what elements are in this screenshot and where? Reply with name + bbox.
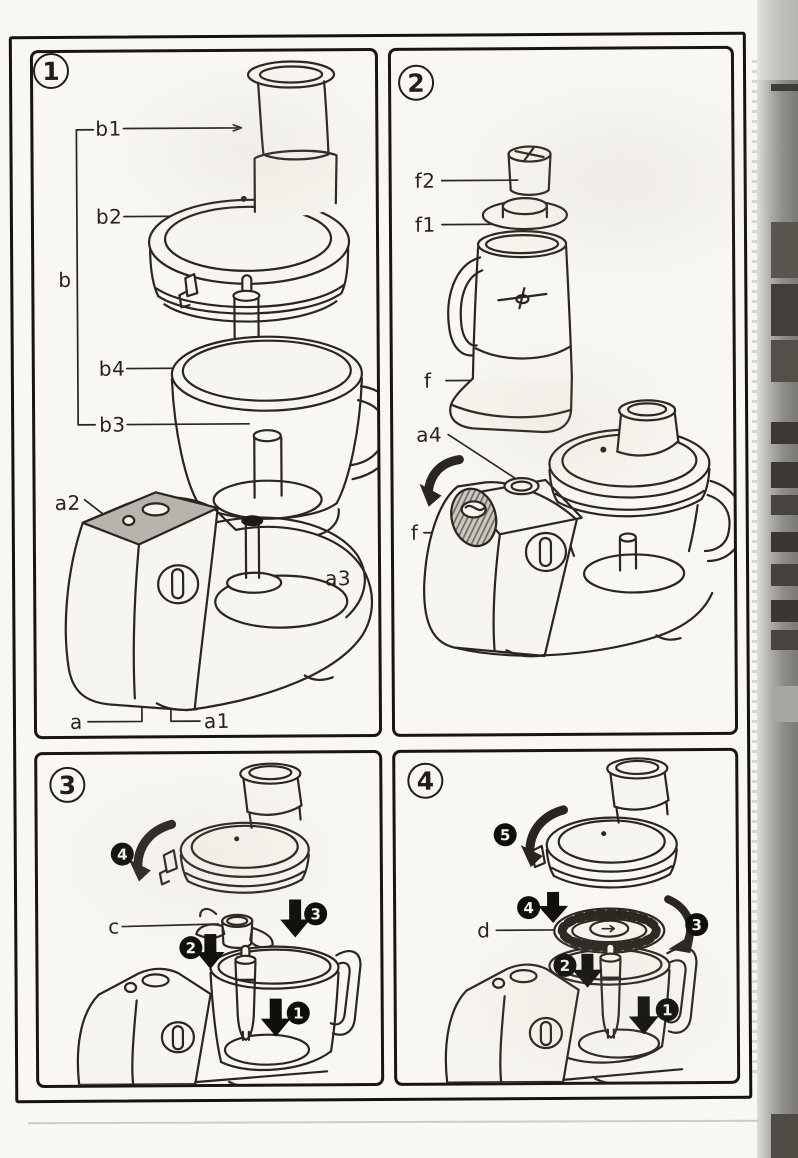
panel-2-drawing (419, 145, 736, 658)
part-label-b4: b4 (98, 356, 126, 381)
drive-shaft (599, 942, 622, 1039)
rotate-arrow-icon (128, 819, 177, 882)
panel-3: 3 c 4 3 2 1 (34, 749, 385, 1089)
panel-number-text: 2 (407, 68, 425, 98)
part-label-f1: f1 (414, 212, 436, 237)
step-badge-1: 1 (286, 1001, 310, 1025)
book-edge-shadow (757, 0, 798, 1158)
step-badge-4: 4 (110, 842, 134, 866)
step-badge-1: 1 (655, 998, 679, 1022)
rotate-arrow-icon (419, 455, 464, 507)
panel-4: 4 d 5 4 3 2 1 (392, 747, 741, 1086)
panel-number-text: 3 (58, 770, 77, 800)
part-label-b3: b3 (99, 412, 126, 437)
part-label-b2: b2 (95, 204, 123, 229)
blender-jar (447, 230, 573, 434)
assembled-machine (423, 399, 736, 658)
blender-cap (507, 145, 552, 196)
panel-1-drawing (64, 60, 380, 723)
part-label-f2: f2 (414, 168, 436, 193)
down-arrow-icon (572, 953, 603, 988)
part-label-b: b (58, 267, 72, 292)
step-badge-4: 4 (517, 896, 541, 920)
shredding-disc (553, 907, 666, 954)
blender-lid (481, 197, 568, 231)
step-badge-2: 2 (179, 936, 203, 960)
down-arrow-icon (196, 934, 225, 970)
step-badge-3: 3 (685, 913, 709, 937)
lid (147, 195, 351, 323)
down-arrow-icon (628, 996, 659, 1035)
rotate-arrow-icon (520, 805, 569, 868)
blade-carrier (195, 907, 274, 949)
part-label-a3: a3 (325, 566, 352, 591)
panel-2: 2 f2 f1 f a4 f (387, 45, 739, 737)
panel-3-drawing (76, 762, 362, 1086)
down-arrow-icon (538, 891, 569, 923)
bowl (209, 945, 362, 1072)
page-sheet: 1 b1 b2 b b4 b3 a2 a3 a a1 (8, 31, 753, 1104)
part-label-f-jar: f (423, 368, 432, 393)
step-badge-3: 3 (304, 902, 328, 926)
lid-assembly (158, 762, 310, 894)
step-badge-2: 2 (553, 953, 577, 977)
step-badge-5: 5 (493, 823, 517, 847)
part-label-a1: a1 (203, 708, 231, 734)
lid-assembly (530, 757, 678, 889)
part-label-c: c (108, 914, 120, 939)
part-label-a: a (69, 709, 83, 734)
pusher-feed-tube (246, 60, 338, 217)
part-label-b1: b1 (95, 116, 122, 141)
part-label-a4: a4 (416, 422, 443, 447)
panel-number-text: 4 (416, 766, 435, 796)
panel-1: 1 b1 b2 b b4 b3 a2 a3 a a1 (29, 48, 383, 740)
motor-base (444, 963, 684, 1083)
motor-base (64, 491, 374, 712)
scan-micro-marks (752, 60, 758, 1080)
panel-number-1: 1 (32, 52, 70, 90)
motor-base (76, 967, 329, 1086)
part-label-d: d (477, 918, 491, 943)
part-label-f-cap: f (410, 520, 419, 545)
panel-4-drawing (444, 757, 698, 1083)
down-arrow-icon (260, 998, 291, 1037)
drive-shaft (234, 944, 257, 1041)
part-label-a2: a2 (54, 490, 81, 515)
panel-number-3: 3 (49, 766, 86, 804)
panel-number-text: 1 (42, 56, 60, 86)
leader-lines (121, 923, 220, 928)
panel-number-2: 2 (397, 64, 435, 101)
panel-number-4: 4 (407, 762, 444, 799)
down-arrow-icon (280, 899, 311, 938)
